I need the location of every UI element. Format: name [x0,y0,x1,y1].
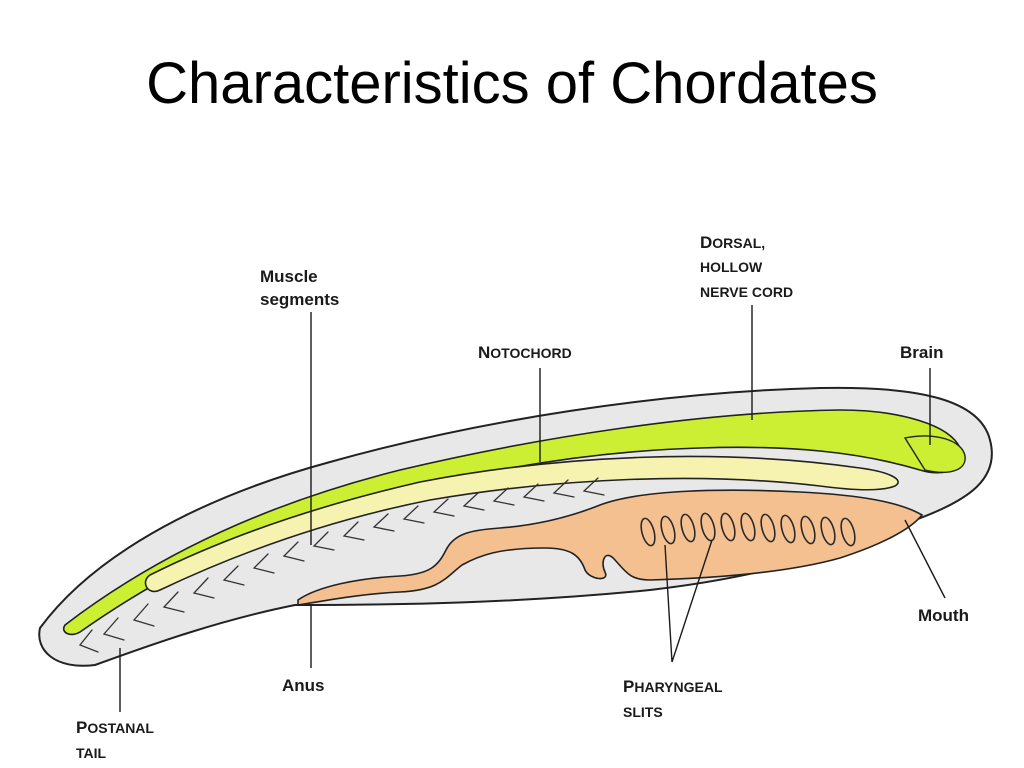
label-postanal-initial: P [76,718,87,737]
chevron [252,553,275,574]
label-nerve-cord-line3: NERVE CORD [700,284,793,300]
slit [740,512,756,542]
slit [840,517,856,547]
label-notochord-initial: N [478,343,490,362]
chevron [222,565,245,586]
pharynx-shape [297,489,924,606]
chevron [492,487,515,506]
label-postanal-line2: TAIL [76,745,107,761]
chevron [582,477,605,496]
slit [680,513,696,543]
label-nerve-rest: ORSAL, [712,235,765,251]
chevron [132,603,155,627]
label-notochord: NOTOCHORD [478,343,572,362]
label-postanal-rest: OSTANAL [87,720,154,736]
leader-mouth [904,519,946,599]
notochord-shape [144,455,899,593]
chevron [162,591,185,613]
label-pharyngeal-initial: P [623,677,634,696]
chevron [522,483,545,502]
chevron [312,531,335,551]
slit [640,517,656,547]
label-notochord-rest: OTOCHORD [490,345,571,361]
slit [720,512,736,542]
label-muscle-line1: Muscle [260,267,318,286]
chevron [372,513,395,532]
slit [800,515,816,545]
label-pharyngeal-line1: PHARYNGEAL [623,677,723,696]
chevron [402,505,425,524]
slit [760,513,776,543]
slide-title: Characteristics of Chordates [146,51,878,116]
chevron [192,577,215,599]
label-nerve-cord-line1: DORSAL, [700,233,765,252]
slit [780,514,796,544]
chevron [282,541,305,562]
label-anus: Anus [282,676,325,695]
chevron [552,479,575,498]
label-pharyngeal-rest: HARYNGEAL [634,679,723,695]
chevron [462,492,485,511]
label-mouth: Mouth [918,606,969,625]
label-brain: Brain [900,343,943,362]
chevron [432,498,455,517]
label-postanal-line1: POSTANAL [76,718,154,737]
slit [820,516,836,546]
chevron [342,521,365,541]
label-nerve-initial: D [700,233,712,252]
chevron [78,629,99,653]
muscle-segments [78,477,605,653]
label-muscle-line2: segments [260,290,339,309]
slit [660,515,676,545]
leader-pharyngeal-slits [664,539,713,663]
label-pharyngeal-line2: SLITS [623,704,663,720]
label-nerve-cord-line2: HOLLOW [700,259,763,275]
chevron [102,617,125,641]
